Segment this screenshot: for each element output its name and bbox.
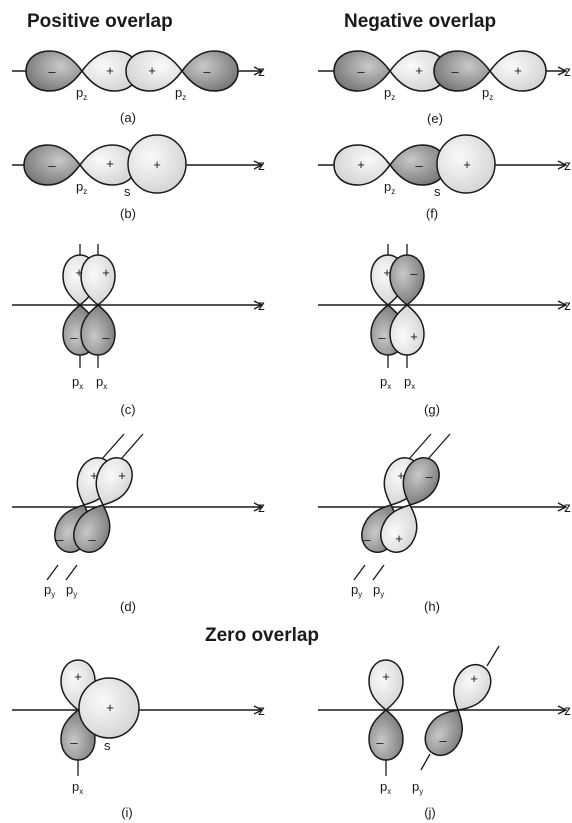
sign-minus: – [357, 64, 365, 79]
z-axis-label: z [564, 702, 571, 718]
sign-minus: – [48, 64, 56, 79]
sign-plus: + [410, 329, 418, 344]
caption-e: (e) [427, 111, 443, 126]
orbital-axis-tick [373, 565, 384, 580]
sign-plus: + [148, 63, 156, 78]
orbital-label-s: s [104, 738, 111, 753]
sign-plus: + [382, 669, 390, 684]
sign-minus: – [415, 158, 423, 173]
orbital-label-px: px [96, 374, 107, 391]
sign-plus: + [102, 265, 110, 280]
sign-minus: – [439, 733, 447, 748]
sign-plus: + [75, 265, 83, 280]
caption-h: (h) [424, 599, 440, 614]
sign-plus: + [470, 671, 478, 686]
sign-minus: – [70, 735, 78, 750]
panel-j: z + – + – px py (j) [318, 646, 571, 820]
orbital-axis-tick [487, 646, 499, 666]
lobe-px-bottom [369, 710, 403, 760]
z-axis-label: z [564, 297, 571, 313]
panel-f: z + – + pz s (f) [318, 135, 571, 221]
sign-plus: + [74, 669, 82, 684]
orbital-axis-tick [421, 754, 430, 770]
z-axis-label: z [258, 157, 265, 173]
orbital-axis-tick [354, 565, 365, 580]
sign-plus: + [357, 157, 365, 172]
sign-minus: – [70, 330, 78, 345]
orbital-label-py: py [44, 582, 55, 599]
orbital-label-px: px [72, 374, 83, 391]
z-axis-label: z [564, 499, 571, 515]
sign-plus: + [415, 63, 423, 78]
panel-a: z – + + – pz pz (a) [12, 51, 265, 125]
sign-plus: + [106, 156, 114, 171]
orbital-label-s: s [124, 184, 131, 199]
panel-i: z + – + s px (i) [12, 660, 265, 820]
caption-a: (a) [120, 110, 136, 125]
sign-minus: – [48, 158, 56, 173]
caption-f: (f) [426, 206, 438, 221]
orbital-label-pz: pz [384, 179, 395, 196]
sign-plus: + [118, 468, 126, 483]
sign-plus: + [153, 157, 161, 172]
sign-minus: – [425, 469, 433, 484]
z-axis-label: z [258, 499, 265, 515]
orbital-label-px: px [380, 779, 391, 796]
orbital-axis-tick [47, 565, 58, 580]
sign-plus: + [463, 157, 471, 172]
panel-e: z – + – + pz pz (e) [318, 51, 571, 126]
orbital-label-px: px [380, 374, 391, 391]
orbital-label-py: py [351, 582, 362, 599]
orbital-label-pz: pz [482, 85, 493, 102]
sign-plus: + [397, 468, 405, 483]
sign-minus: – [203, 64, 211, 79]
orbital-axis-tick [66, 565, 77, 580]
sign-plus: + [514, 63, 522, 78]
orbital-label-px: px [72, 779, 83, 796]
z-axis-label: z [564, 63, 571, 79]
caption-j: (j) [424, 805, 436, 820]
heading-negative-overlap: Negative overlap [344, 11, 496, 32]
caption-c: (c) [120, 402, 135, 417]
sign-minus: – [363, 532, 371, 547]
panel-g: z + – – + px px (g) [318, 244, 571, 417]
orbital-label-pz: pz [76, 179, 87, 196]
caption-d: (d) [120, 599, 136, 614]
sign-minus: – [102, 330, 110, 345]
panel-d: z + + – – py py (d) [12, 434, 265, 614]
z-axis-label: z [258, 297, 265, 313]
orbital-label-s: s [434, 184, 441, 199]
panel-h: z + – – + py py (h) [318, 434, 571, 614]
orbital-label-py: py [66, 582, 77, 599]
sign-minus: – [410, 266, 418, 281]
panel-c: z + + – – px px (c) [12, 244, 265, 417]
caption-b: (b) [120, 206, 136, 221]
z-axis-label: z [258, 702, 265, 718]
sign-minus: – [56, 532, 64, 547]
heading-positive-overlap: Positive overlap [27, 11, 173, 32]
sign-plus: + [106, 63, 114, 78]
orbital-label-py: py [373, 582, 384, 599]
lobe-px-top [369, 660, 403, 710]
z-axis-label: z [564, 157, 571, 173]
sign-plus: + [106, 700, 114, 715]
sign-minus: – [378, 330, 386, 345]
orbital-label-py: py [412, 779, 423, 796]
orbital-label-pz: pz [175, 85, 186, 102]
sign-plus: + [90, 468, 98, 483]
z-axis-label: z [258, 63, 265, 79]
panel-b: z – + + pz s (b) [12, 135, 265, 221]
caption-g: (g) [424, 402, 440, 417]
orbital-label-pz: pz [384, 85, 395, 102]
sign-minus: – [88, 532, 96, 547]
sign-minus: – [451, 64, 459, 79]
heading-zero-overlap: Zero overlap [205, 625, 319, 646]
sign-minus: – [376, 735, 384, 750]
orbital-label-px: px [404, 374, 415, 391]
sign-plus: + [383, 265, 391, 280]
caption-i: (i) [121, 805, 133, 820]
orbital-label-pz: pz [76, 85, 87, 102]
sign-plus: + [395, 531, 403, 546]
